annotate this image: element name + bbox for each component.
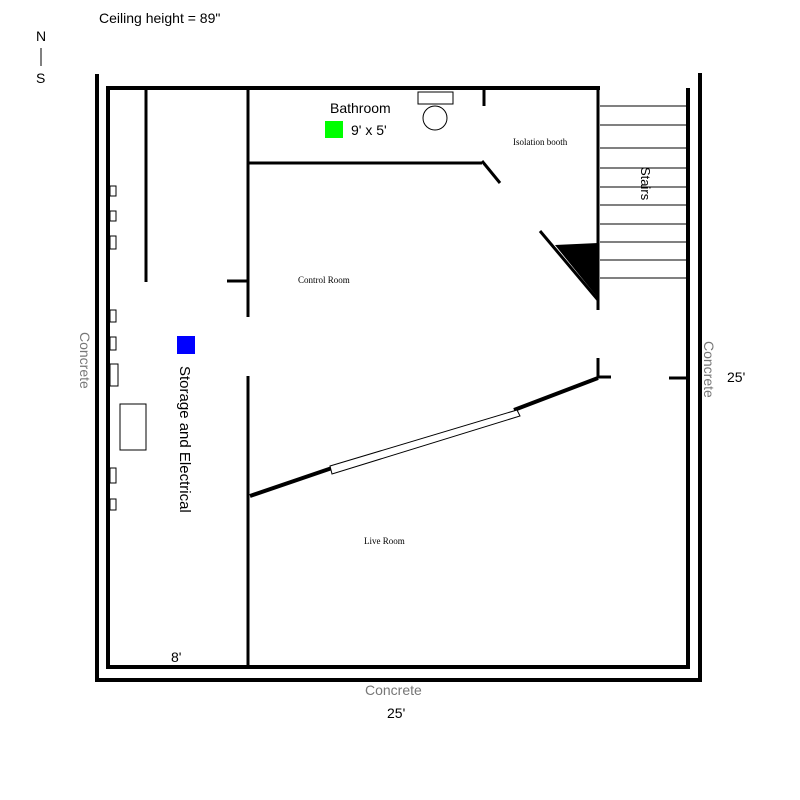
stairs: Stairs [600, 105, 688, 279]
ceiling-height-label: Ceiling height = 89" [99, 10, 220, 26]
right-wall-label: Concrete [701, 341, 717, 398]
storage-marker [177, 336, 195, 354]
right-length-dimension: 25' [727, 369, 745, 385]
storage-width-dimension: 8' [171, 649, 181, 665]
wall-outlets [109, 185, 147, 511]
compass-north: N [36, 28, 46, 44]
control-live-divider: Control Room Live Room [249, 275, 688, 546]
bathroom-label: Bathroom [330, 100, 391, 116]
bathroom-marker [325, 121, 343, 138]
bathroom-size-label: 9' x 5' [351, 122, 387, 138]
live-room-label: Live Room [364, 536, 405, 546]
bathroom: Bathroom 9' x 5' [248, 88, 486, 165]
toilet-tank [417, 91, 454, 105]
bottom-wall-label: Concrete [365, 682, 422, 698]
bottom-length-dimension: 25' [387, 705, 405, 721]
isolation-booth: Isolation booth [480, 88, 600, 310]
compass: N S [36, 28, 46, 86]
electrical-panel [119, 403, 147, 451]
outer-walls [95, 73, 702, 682]
inner-walls [106, 86, 690, 669]
booth-corner-fill [555, 243, 598, 298]
storage-label: Storage and Electrical [176, 366, 193, 513]
control-room-label: Control Room [298, 275, 350, 285]
compass-south: S [36, 70, 45, 86]
left-wall-label: Concrete [77, 332, 93, 389]
isolation-booth-label: Isolation booth [513, 137, 568, 147]
control-room-window [329, 409, 521, 475]
storage-walls [144, 88, 250, 667]
toilet-bowl [422, 105, 448, 131]
stairs-label: Stairs [638, 167, 653, 201]
